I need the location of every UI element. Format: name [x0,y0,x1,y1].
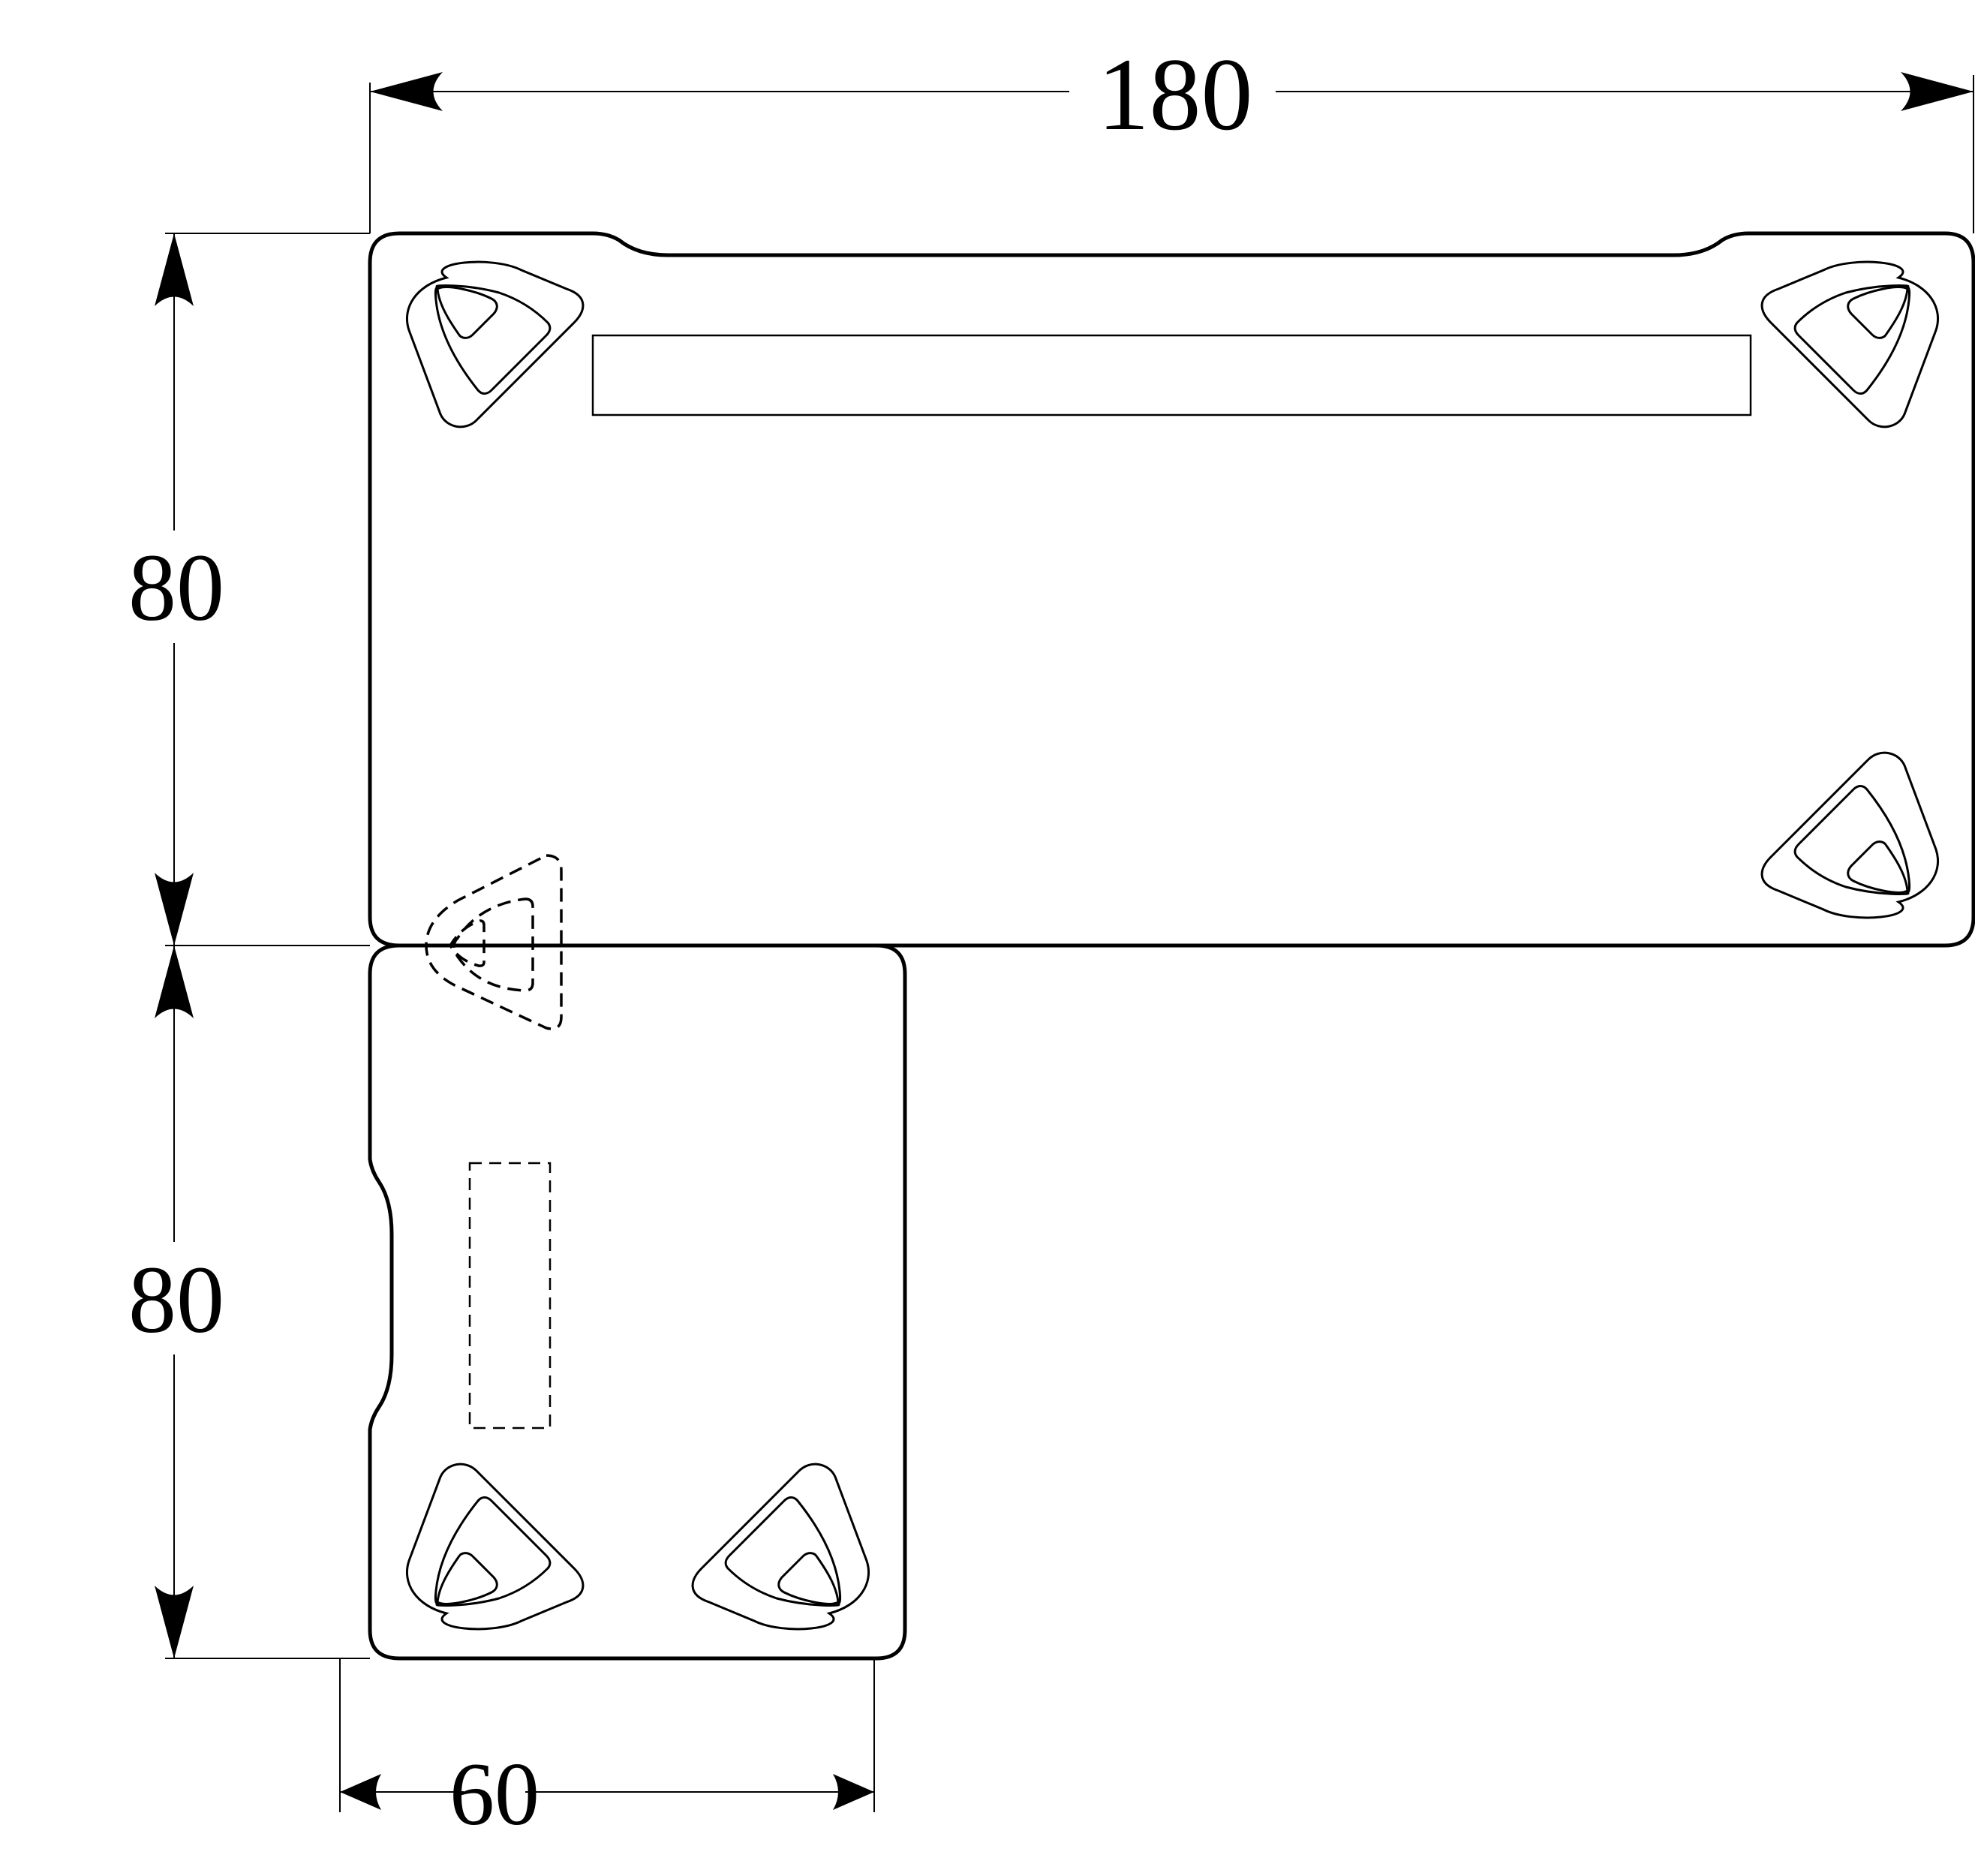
dimension-left-upper: 80 [128,233,370,946]
dimension-label-80-upper: 80 [128,534,224,641]
leg-pad-main-bottom-right [1760,751,1940,919]
leg-pad-return-bottom-right [691,1463,870,1631]
arrow-down-icon [155,873,194,946]
cable-tray-main [591,334,1752,416]
return-desk [368,943,907,1661]
dimension-label-180: 180 [1098,37,1253,152]
leg-pad-return-bottom-left [405,1463,585,1631]
main-desk-outline [368,231,1975,948]
arrow-up-icon [155,946,194,1018]
return-desk-outline [368,943,907,1661]
arrow-up-icon [155,233,194,306]
leg-pad-main-top-right [1760,260,1940,428]
arrow-left-icon [370,72,443,111]
arrow-down-icon [155,1586,194,1658]
cable-tray-return-hidden [468,1162,552,1430]
arrow-left-icon [340,1774,381,1810]
dimension-bottom-width: 60 [339,1658,875,1844]
main-desk [368,231,1975,948]
arrow-right-icon [1901,72,1973,111]
leg-pad-main-top-left [405,260,585,428]
arrow-right-icon [833,1774,874,1810]
dimension-label-80-lower: 80 [128,1246,224,1353]
dimension-top-width: 180 [369,37,1974,233]
dimension-label-60: 60 [449,1744,540,1844]
dimension-left-lower: 80 [128,946,370,1659]
leg-pad-junction-hidden [425,854,563,1030]
